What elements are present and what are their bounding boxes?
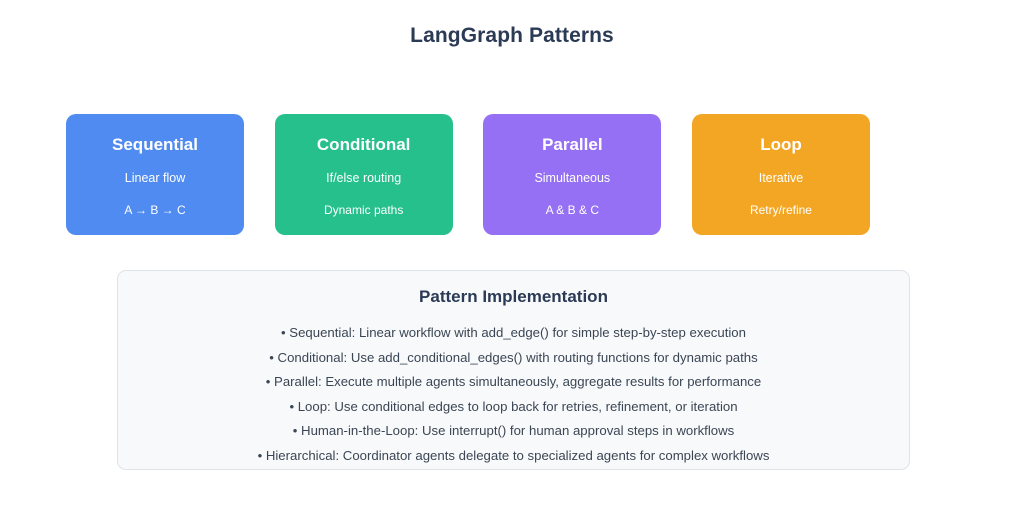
pattern-card-parallel[interactable]: Parallel Simultaneous A & B & C [483,114,662,235]
pattern-card-subtitle: Linear flow [124,171,186,185]
pattern-card-title: Conditional [316,135,411,154]
pattern-card-sequential[interactable]: Sequential Linear flow A → B → C [66,114,244,235]
pattern-card-title: Parallel [542,135,603,154]
pattern-card-subtitle: Iterative [758,171,804,185]
list-item: • Hierarchical: Coordinator agents deleg… [257,447,770,463]
list-item: • Loop: Use conditional edges to loop ba… [289,398,738,414]
pattern-card-title: Sequential [112,135,198,154]
pattern-card-loop[interactable]: Loop Iterative Retry/refine [691,114,870,235]
pattern-implementation-list: • Sequential: Linear workflow with add_e… [118,321,909,469]
pattern-card-subtitle: If/else routing [326,171,402,185]
pattern-card-conditional[interactable]: Conditional If/else routing Dynamic path… [274,114,453,235]
pattern-card-subtitle: Simultaneous [534,171,611,185]
list-item: • Sequential: Linear workflow with add_e… [281,325,746,340]
pattern-implementation-title: Pattern Implementation [419,287,608,306]
pattern-card-title: Loop [760,135,802,154]
pattern-card-detail: A → B → C [124,202,186,217]
pattern-card-detail: Retry/refine [749,202,812,217]
pattern-cards-row: Sequential Linear flow A → B → C Conditi… [66,114,870,235]
pattern-card-detail: Dynamic paths [323,202,404,217]
page-title: LangGraph Patterns [410,24,614,47]
pattern-card-detail: A & B & C [545,202,599,217]
pattern-implementation-panel: Pattern Implementation • Sequential: Lin… [117,270,910,470]
list-item: • Conditional: Use add_conditional_edges… [269,349,758,365]
list-item: • Parallel: Execute multiple agents simu… [265,374,762,390]
list-item: • Human-in-the-Loop: Use interrupt() for… [292,423,735,439]
